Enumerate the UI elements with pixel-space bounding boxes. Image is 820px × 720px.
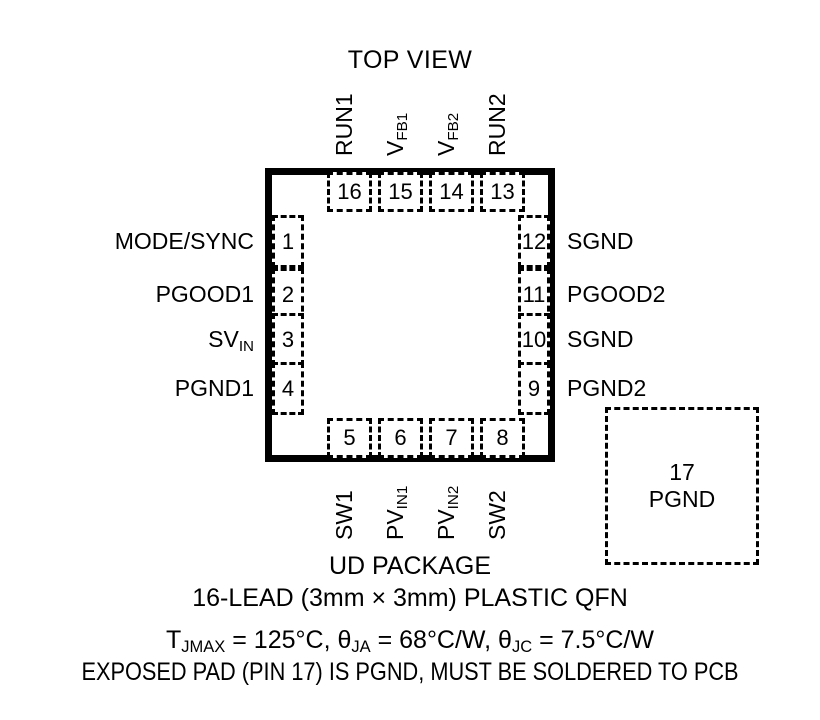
pin-label-vfb2-sub: FB2 [444,112,462,141]
pin-label-vfb1-sub: FB1 [393,112,411,141]
tjmax-symbol: T [166,626,182,654]
exposed-pad-number: 17 [669,458,695,485]
pin-label-sw1: SW1 [331,490,357,540]
pin-pad-10: 10 [518,313,550,366]
pin-label-pvin1: PVIN1 [382,486,411,540]
pin-pad-5: 5 [327,418,372,458]
theta-jc-subscript: JC [511,638,533,657]
theta-jc-value: = 7.5°C/W [532,626,654,654]
theta-ja-subscript: JA [351,638,371,657]
pin-label-vfb2-text: V [433,140,459,156]
exposed-pad: 17 PGND [605,407,759,565]
pin-pad-2: 2 [272,268,304,321]
package-name-caption: UD PACKAGE [328,552,492,580]
pin-pad-6: 6 [378,418,423,458]
pin-pad-7: 7 [429,418,474,458]
pin-label-pgood1: PGOOD1 [155,281,254,307]
pin-label-svin: SVIN [208,326,254,355]
pin-label-pgnd1: PGND1 [174,375,254,401]
pin-label-sgnd-12: SGND [567,228,634,254]
pin-label-pvin1-text: PV [382,509,408,540]
pin-label-sw1-text: SW1 [331,490,357,540]
pin-label-vfb1: VFB1 [382,113,411,156]
pin-label-sw2: SW2 [484,490,510,540]
pin-label-mode-sync: MODE/SYNC [114,228,254,254]
pin-label-run1: RUN1 [331,93,357,156]
thermal-spec-caption: TJMAX = 125°C, θJA = 68°C/W, θJC = 7.5°C… [0,626,820,657]
tjmax-value: = 125°C, [225,626,338,654]
theta-ja-value: = 68°C/W, [370,626,499,654]
theta-ja-symbol: θ [337,626,352,654]
pin-label-svin-sub: IN [238,337,254,355]
pin-pad-9: 9 [518,362,550,415]
pin-pad-12: 12 [518,215,550,268]
pin-label-run2: RUN2 [484,93,510,156]
pin-pad-8: 8 [480,418,525,458]
pin-label-vfb2: VFB2 [433,113,462,156]
package-description-caption: 16-LEAD (3mm × 3mm) PLASTIC QFN [192,584,628,612]
pin-pad-14: 14 [429,172,474,212]
pin-label-pgood2: PGOOD2 [567,281,666,307]
pin-label-sw2-text: SW2 [484,490,510,540]
top-view-label: TOP VIEW [347,46,473,74]
pin-label-svin-text: SV [208,326,239,352]
pin-pad-1: 1 [272,215,304,268]
pin-label-pvin2-text: PV [433,509,459,540]
pin-label-pvin1-sub: IN1 [393,485,411,510]
package-outline: 17 PGND [265,168,759,565]
exposed-pad-name: PGND [648,486,716,512]
exposed-pad-note-caption: EXPOSED PAD (PIN 17) IS PGND, MUST BE SO… [81,658,739,686]
pin-pad-16: 16 [327,172,372,212]
pin-label-pvin2-sub: IN2 [444,485,462,510]
pin-pad-3: 3 [272,313,304,366]
pin-label-vfb1-text: V [382,140,408,156]
pin-pad-15: 15 [378,172,423,212]
pin-label-pgnd2: PGND2 [567,375,647,401]
theta-jc-symbol: θ [498,626,512,654]
pin-label-pvin2: PVIN2 [433,486,462,540]
pin-label-run2-text: RUN2 [484,93,510,156]
pin-label-sgnd-10: SGND [567,326,634,352]
pin-pad-4: 4 [272,362,304,415]
pin-label-run1-text: RUN1 [331,93,357,156]
pin-pad-13: 13 [480,172,525,212]
tjmax-subscript: JMAX [181,638,226,657]
